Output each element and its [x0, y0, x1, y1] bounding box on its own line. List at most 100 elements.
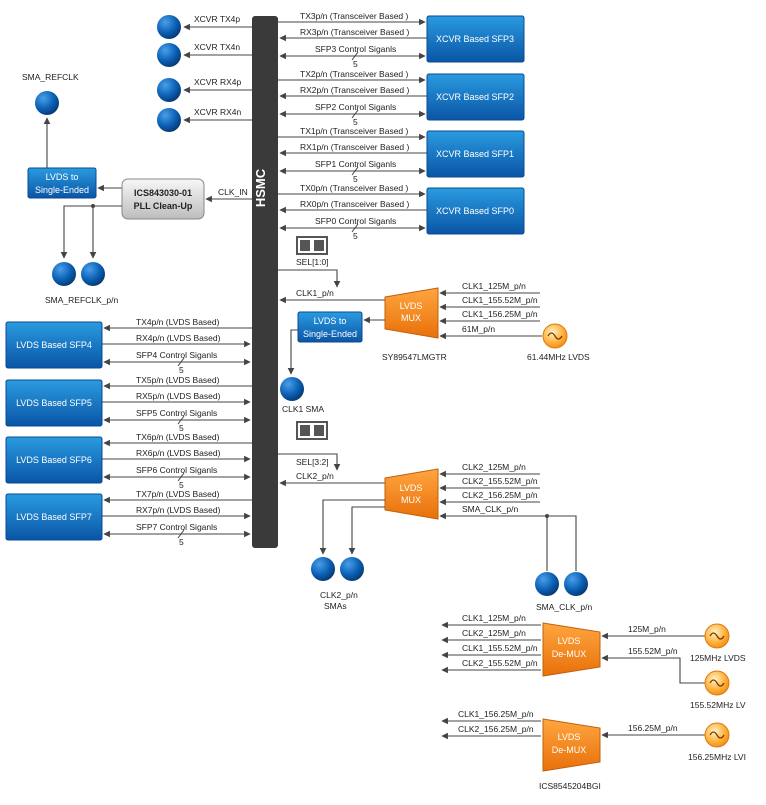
lvds-ctrl-label: SFP7 Control Siganls — [136, 522, 217, 532]
demux1-output-2: CLK1_155.52M_p/n — [462, 643, 538, 653]
xcvr-rx4n-group: XCVR RX4n — [157, 107, 252, 132]
oscillator-125m-icon — [704, 623, 730, 649]
sma-refclk-p-connector — [52, 262, 76, 286]
sel-1-0-label: SEL[1:0] — [296, 257, 329, 267]
xcvr-sfp-name: XCVR Based SFP0 — [436, 206, 514, 216]
xcvr-ctrl-label: SFP1 Control Siganls — [315, 159, 396, 169]
xcvr-rx4p-label: XCVR RX4p — [194, 77, 242, 87]
xcvr-rx4n-label: XCVR RX4n — [194, 107, 242, 117]
lvds-sfp-name: LVDS Based SFP6 — [16, 455, 92, 465]
lvds-bus-width: 5 — [179, 480, 184, 490]
osc-125m-label: 125MHz LVDS — [690, 653, 746, 663]
lvds-sfp-layer: LVDS Based SFP4 TX4p/n (LVDS Based) RX4p/n… — [5, 317, 252, 547]
lvds-demux-1: LVDS De-MUX — [542, 622, 601, 677]
svg-text:ICS843030-01: ICS843030-01 — [134, 188, 192, 198]
xcvr-sfp-name: XCVR Based SFP3 — [436, 34, 514, 44]
oscillator-61m-icon — [542, 323, 568, 349]
sma-clk-p-connector — [535, 572, 559, 596]
demux2-input-156m: 156.25M_p/n — [628, 723, 678, 733]
svg-text:De-MUX: De-MUX — [552, 745, 587, 755]
xcvr-tx4n-label: XCVR TX4n — [194, 42, 240, 52]
svg-text:LVDS to: LVDS to — [46, 172, 79, 182]
mux1-input-1: CLK1_155.52M_p/n — [462, 295, 538, 305]
xcvr-sfp-box: XCVR Based SFP3 — [426, 15, 525, 63]
xcvr-tx-label: TX1p/n (Transceiver Based ) — [300, 126, 409, 136]
svg-text:Single-Ended: Single-Ended — [303, 329, 357, 339]
xcvr-sfp-layer: XCVR Based SFP3 TX3p/n (Transceiver Based… — [278, 11, 525, 241]
oscillator-155m-icon — [704, 670, 730, 696]
xcvr-sfp-0-group: XCVR Based SFP3 TX3p/n (Transceiver Based… — [278, 11, 525, 69]
lvds-tx-label: TX4p/n (LVDS Based) — [136, 317, 220, 327]
osc-156m-label: 156.25MHz LVI — [688, 752, 746, 762]
lvds-rx-label: RX7p/n (LVDS Based) — [136, 505, 221, 515]
clk2-p-sma-connector — [311, 557, 335, 581]
sma-clk-pn-label: SMA_CLK_p/n — [536, 602, 592, 612]
clk-in-label: CLK_IN — [218, 187, 248, 197]
lvds-tx-label: TX5p/n (LVDS Based) — [136, 375, 220, 385]
xcvr-rx4n-connector — [157, 108, 181, 132]
xcvr-sfp-box: XCVR Based SFP2 — [426, 73, 525, 121]
lvds-sfp-box: LVDS Based SFP5 — [5, 379, 103, 427]
lvds-sfp-4-group: LVDS Based SFP4 TX4p/n (LVDS Based) RX4p/n… — [5, 317, 252, 375]
svg-text:MUX: MUX — [401, 495, 421, 505]
lvds-sfp-5-group: LVDS Based SFP5 TX5p/n (LVDS Based) RX5p/n… — [5, 375, 252, 433]
lvds-rx-label: RX4p/n (LVDS Based) — [136, 333, 221, 343]
lvds-to-single-ended-1: LVDS to Single-Ended — [27, 167, 97, 199]
xcvr-sfp-box: XCVR Based SFP0 — [426, 187, 525, 235]
lvds-to-single-ended-2: LVDS to Single-Ended — [297, 311, 363, 343]
demux2-output-0: CLK1_156.25M_p/n — [458, 709, 534, 719]
lvds-ctrl-label: SFP6 Control Siganls — [136, 465, 217, 475]
lvds-sfp-name: LVDS Based SFP4 — [16, 340, 92, 350]
sma-refclk-connector — [35, 91, 59, 115]
xcvr-sfp-name: XCVR Based SFP2 — [436, 92, 514, 102]
hsmc-connector-bar — [252, 16, 278, 548]
clk1-sma-connector — [280, 377, 304, 401]
svg-text:De-MUX: De-MUX — [552, 649, 587, 659]
xcvr-bus-width: 5 — [353, 117, 358, 127]
lvds-bus-width: 5 — [179, 537, 184, 547]
lvds-rx-label: RX5p/n (LVDS Based) — [136, 391, 221, 401]
demux2-output-1: CLK2_156.25M_p/n — [458, 724, 534, 734]
xcvr-bus-width: 5 — [353, 174, 358, 184]
sma-refclk-pn-label: SMA_REFCLK_p/n — [45, 295, 118, 305]
xcvr-rx4p-group: XCVR RX4p — [157, 77, 252, 102]
svg-text:Single-Ended: Single-Ended — [35, 185, 89, 195]
demux2-part-number: ICS8545204BGI — [539, 781, 601, 791]
demux1-output-0: CLK1_125M_p/n — [462, 613, 526, 623]
xcvr-sfp-2-group: XCVR Based SFP1 TX1p/n (Transceiver Based… — [278, 126, 525, 184]
xcvr-rx-label: RX3p/n (Transceiver Based ) — [300, 27, 409, 37]
mux2-input-3: SMA_CLK_p/n — [462, 504, 518, 514]
xcvr-tx4p-label: XCVR TX4p — [194, 14, 240, 24]
svg-text:LVDS: LVDS — [558, 636, 581, 646]
sel-1-0-switch-icon — [296, 236, 328, 255]
osc-61m-label: 61.44MHz LVDS — [527, 352, 590, 362]
xcvr-sfp-1-group: XCVR Based SFP2 TX2p/n (Transceiver Based… — [278, 69, 525, 127]
xcvr-ctrl-label: SFP0 Control Siganls — [315, 216, 396, 226]
svg-text:LVDS: LVDS — [400, 483, 423, 493]
demux1-input-125m: 125M_p/n — [628, 624, 666, 634]
xcvr-ctrl-label: SFP3 Control Siganls — [315, 44, 396, 54]
lvds-sfp-box: LVDS Based SFP4 — [5, 321, 103, 369]
demux1-output-3: CLK2_155.52M_p/n — [462, 658, 538, 668]
xcvr-bus-width: 5 — [353, 59, 358, 69]
xcvr-tx-label: TX2p/n (Transceiver Based ) — [300, 69, 409, 79]
svg-text:LVDS: LVDS — [558, 732, 581, 742]
xcvr-rx-label: RX1p/n (Transceiver Based ) — [300, 142, 409, 152]
oscillator-156m-icon — [704, 722, 730, 748]
xcvr-rx-label: RX2p/n (Transceiver Based ) — [300, 85, 409, 95]
sma-refclk-n-connector — [81, 262, 105, 286]
xcvr-tx-label: TX3p/n (Transceiver Based ) — [300, 11, 409, 21]
lvds-demux-2: LVDS De-MUX — [542, 718, 601, 772]
clk2-smas-line2: SMAs — [324, 601, 347, 611]
sel-3-2-label: SEL[3:2] — [296, 457, 329, 467]
mux2-input-1: CLK2_155.52M_p/n — [462, 476, 538, 486]
xcvr-sfp-box: XCVR Based SFP1 — [426, 130, 525, 178]
sma-clk-n-connector — [564, 572, 588, 596]
mux2-input-2: CLK2_156.25M_p/n — [462, 490, 538, 500]
demux1-input-155m: 155.52M_p/n — [628, 646, 678, 656]
pll-clean-up-block: ICS843030-01 PLL Clean-Up — [121, 178, 205, 220]
